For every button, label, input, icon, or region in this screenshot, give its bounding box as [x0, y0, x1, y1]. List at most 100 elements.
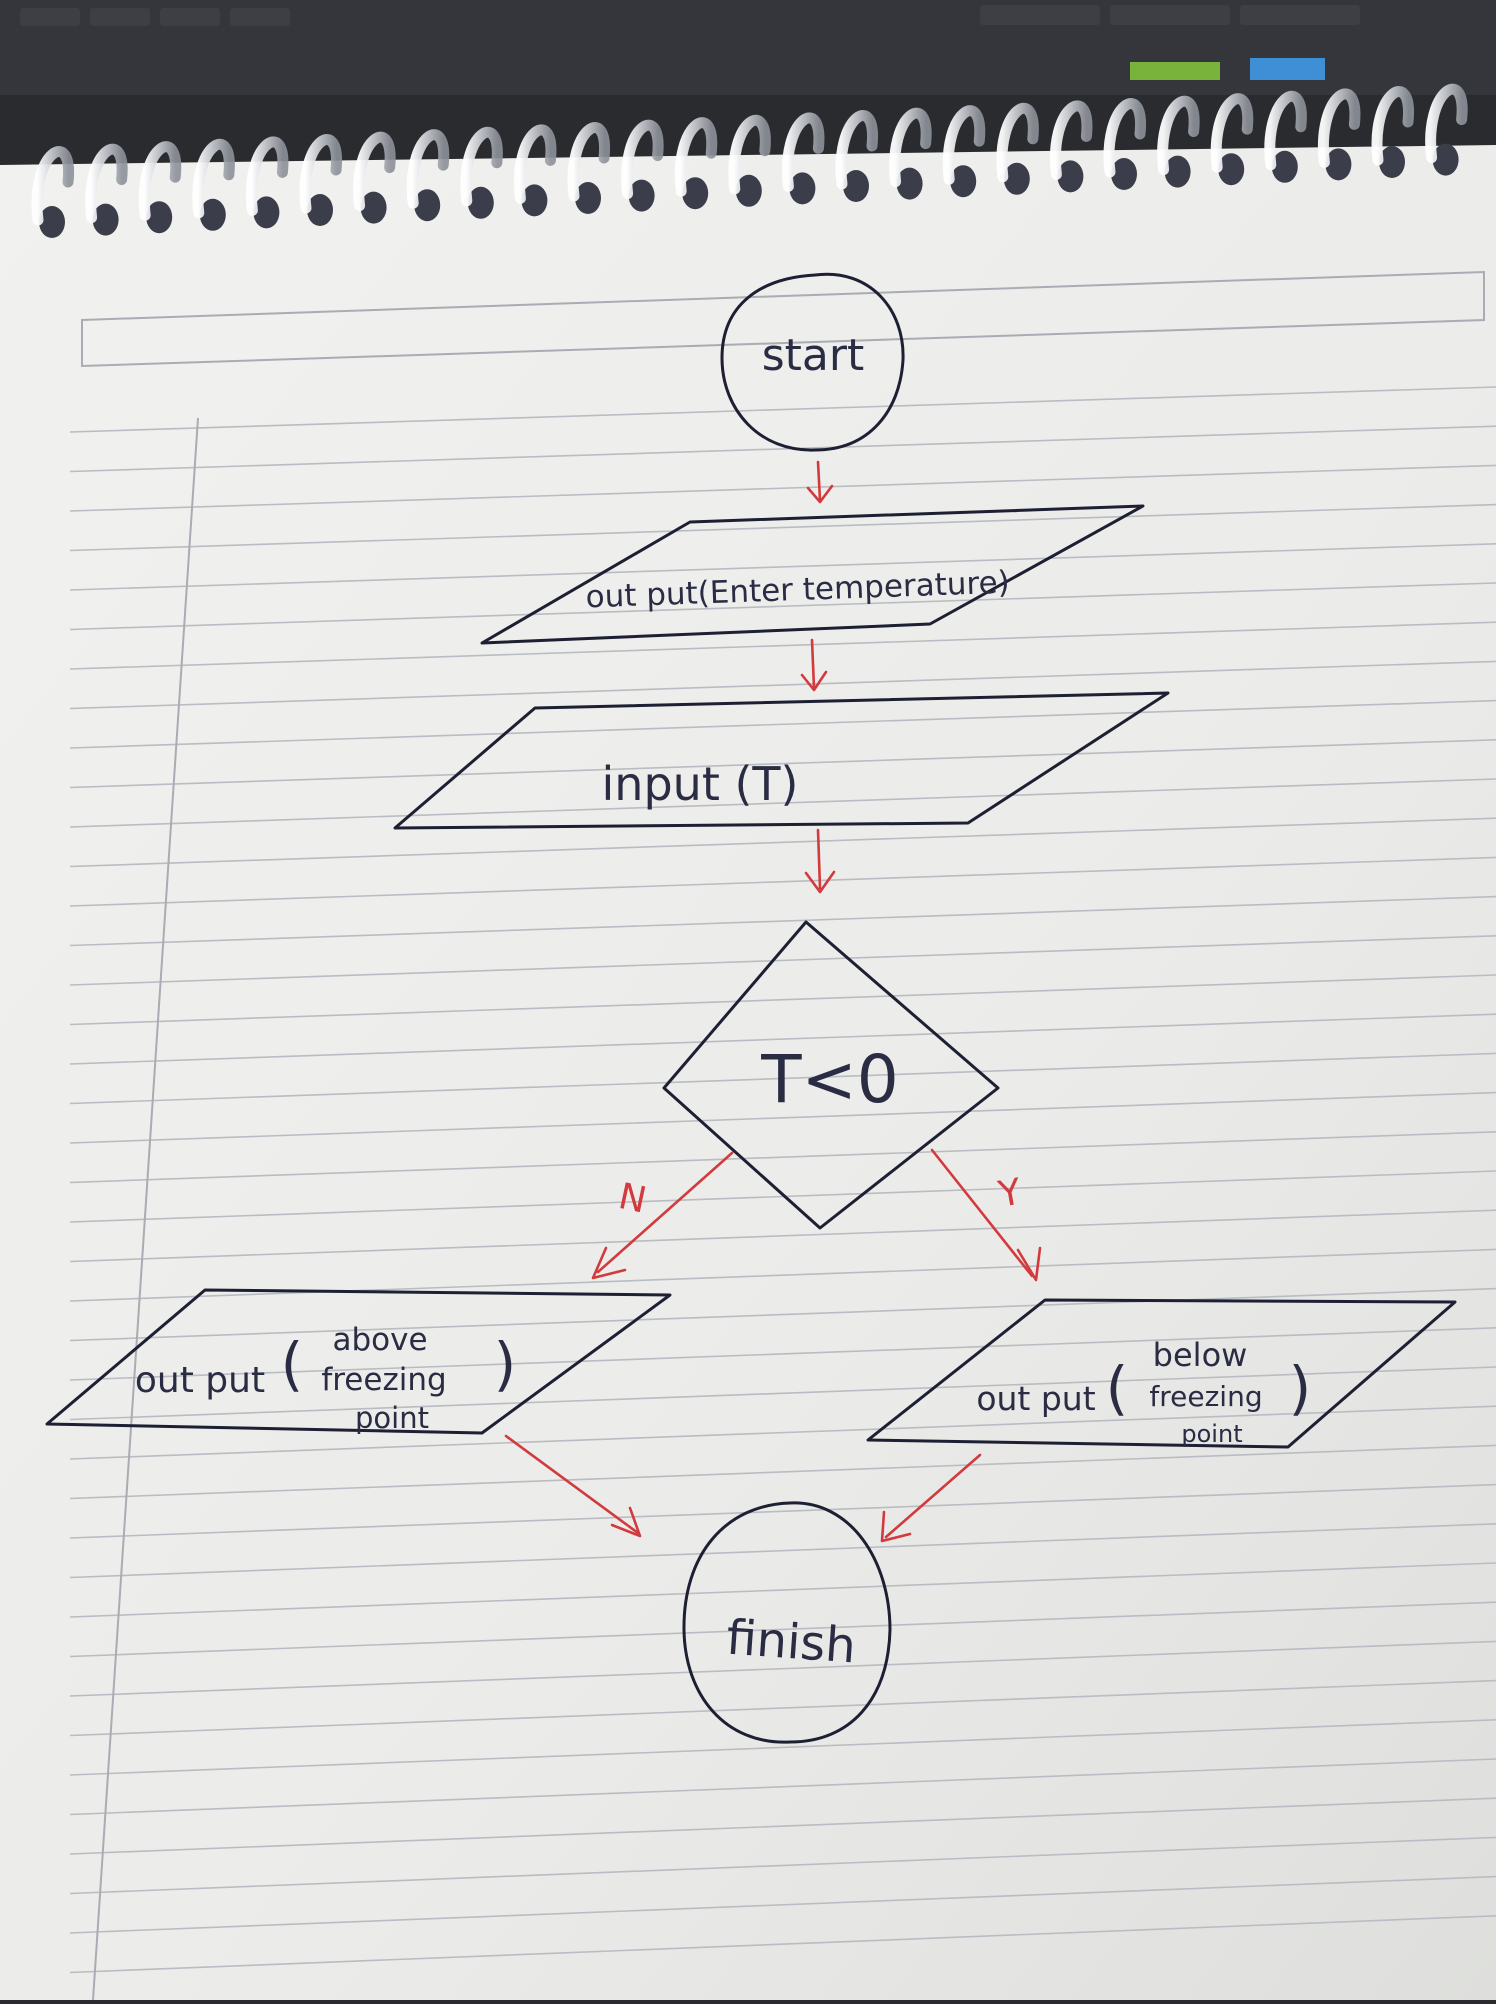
binding-hole [92, 203, 119, 236]
ruled-line [69, 1327, 1496, 1381]
input-parallelogram [393, 691, 1170, 830]
output-above-close-paren: ) [494, 1330, 517, 1398]
ruled-line [69, 1287, 1496, 1342]
ruled-line [69, 1562, 1496, 1618]
output-above-parallelogram [45, 1288, 672, 1435]
spiral-ring [406, 129, 450, 209]
ruled-line [69, 1013, 1496, 1065]
output-below-close-paren: ) [1289, 1354, 1312, 1422]
notebook-page [0, 145, 1496, 2000]
keyboard-background [0, 0, 1496, 95]
ruled-line [69, 464, 1496, 512]
ruled-line [69, 1640, 1496, 1697]
binding-hole [1379, 146, 1405, 178]
ruled-line [69, 895, 1496, 947]
binding-hole [414, 189, 441, 222]
binding-hole [467, 186, 494, 219]
ruled-line [69, 582, 1496, 631]
spiral-ring [781, 112, 825, 192]
ruled-line [69, 974, 1496, 1026]
input-label: input (T) [602, 757, 799, 811]
spiral-ring [299, 134, 343, 214]
ruled-line [69, 1052, 1496, 1105]
ruled-line [69, 543, 1496, 591]
spiral-ring [460, 126, 503, 207]
spiral-ring [889, 107, 932, 188]
ruled-lines [69, 386, 1496, 1974]
margin-line [92, 417, 199, 2001]
spiral-ring [1264, 90, 1307, 171]
decision-label: T<0 [760, 1041, 899, 1118]
sticker-green [1130, 62, 1220, 80]
sticker-blue [1250, 58, 1325, 80]
output-below-prefix: out put [976, 1379, 1095, 1418]
output-above-line3: point [355, 1401, 429, 1435]
header-box [81, 270, 1485, 368]
binding-hole [682, 177, 709, 210]
binding-hole [896, 167, 923, 200]
binding-hole [1325, 148, 1352, 181]
binding-hole [1218, 153, 1245, 186]
finish-terminator [682, 1501, 892, 1744]
binding-hole [843, 170, 869, 202]
start-label: start [762, 330, 864, 381]
spiral-ring [513, 124, 557, 204]
ruled-line [69, 1523, 1496, 1579]
binding-hole [1111, 158, 1137, 190]
binding-hole [253, 196, 280, 229]
arrow-prompt-to-input [800, 638, 828, 692]
ruled-line [69, 1601, 1496, 1658]
ruled-line [69, 660, 1496, 710]
spiral-ring [1317, 88, 1361, 168]
binding-hole [735, 174, 762, 207]
spiral-ring [1425, 83, 1468, 164]
output-above-prefix: out put [135, 1360, 265, 1401]
output-above-open-paren: ( [281, 1330, 304, 1398]
binding-hole [146, 201, 173, 234]
binding-hole [575, 182, 601, 214]
binding-hole [199, 198, 226, 231]
start-terminator [720, 272, 905, 452]
ruled-line [69, 503, 1496, 552]
ruled-line [69, 856, 1496, 907]
spiral-ring [353, 131, 396, 212]
output-above-line2: freezing [321, 1362, 446, 1398]
spiral-ring [942, 105, 986, 185]
output-below-line1: below [1153, 1336, 1248, 1374]
arrow-input-to-decision [804, 828, 836, 894]
spiral-ring [996, 102, 1039, 183]
ruled-line [69, 1719, 1496, 1776]
binding-hole [628, 179, 655, 212]
output-above-line1: above [332, 1322, 427, 1358]
arrow-below-to-finish [880, 1453, 982, 1543]
ruled-line [69, 1091, 1496, 1144]
ruled-line [69, 699, 1496, 749]
binding-hole [360, 191, 387, 224]
ruled-line [69, 1209, 1496, 1263]
arrow-no-branch [591, 1151, 734, 1280]
binding-hole [789, 172, 816, 205]
spiral-binding [31, 83, 1468, 238]
spiral-ring [567, 122, 611, 202]
output-below-text: out put ( below freezing point ) [976, 1336, 1311, 1448]
output-below-open-paren: ( [1106, 1354, 1129, 1422]
ruled-line [69, 935, 1496, 986]
ruled-line [69, 1758, 1496, 1816]
ruled-line [69, 621, 1496, 670]
output-below-line2: freezing [1149, 1380, 1262, 1413]
spiral-ring [1049, 100, 1093, 180]
ruled-line [69, 1836, 1496, 1895]
binding-hole [1432, 143, 1459, 176]
binding-hole [1057, 160, 1084, 193]
arrow-start-to-prompt [806, 460, 834, 504]
binding-hole [521, 184, 548, 217]
spiral-ring [1157, 95, 1200, 176]
binding-hole [1003, 162, 1030, 195]
ruled-line [69, 817, 1496, 868]
spiral-ring [85, 143, 128, 224]
ruled-line [69, 1679, 1496, 1737]
spiral-ring [1371, 86, 1415, 166]
output-below-line3: point [1181, 1420, 1242, 1448]
finish-label: finish [725, 1610, 858, 1675]
